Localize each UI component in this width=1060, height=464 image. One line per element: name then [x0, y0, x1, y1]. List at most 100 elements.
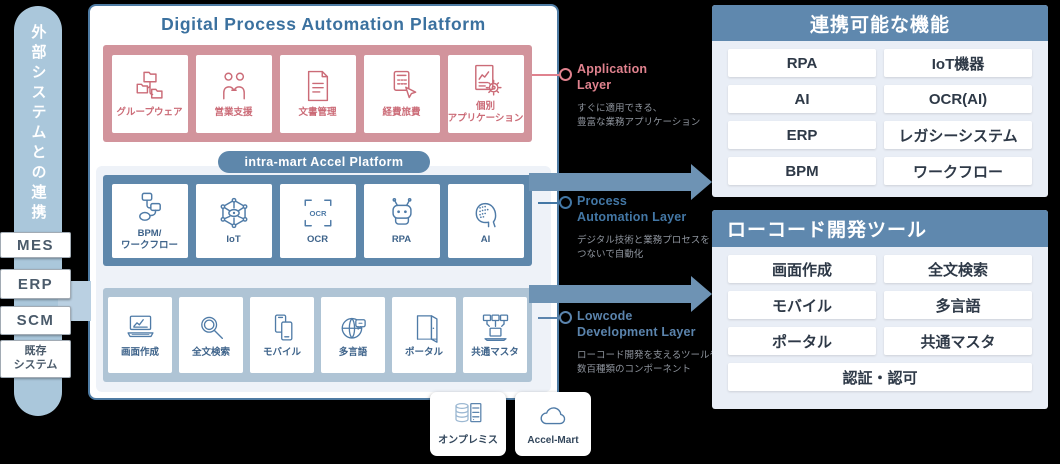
panel-row: BPM ワークフロー	[728, 157, 1032, 185]
panel-item: OCR(AI)	[884, 85, 1032, 113]
card-label: モバイル	[262, 346, 301, 358]
platform-title: Digital Process Automation Platform	[161, 14, 486, 34]
card-document-management: 文書管理	[279, 54, 356, 133]
ai-icon	[469, 196, 503, 230]
application-layer-lead-line	[532, 74, 560, 76]
fulltext-search-icon	[196, 312, 227, 343]
annotation-description: すぐに適用できる、 豊富な業務アプリケーション	[577, 102, 701, 129]
card-label: 経費旅費	[382, 106, 421, 118]
lowcode-layer-lead-ring	[559, 311, 572, 324]
card-label: ポータル	[404, 346, 443, 358]
panel-row: ポータル共通マスタ	[728, 327, 1032, 355]
rpa-icon	[385, 196, 419, 230]
arrow-stem	[529, 173, 691, 191]
card-groupware: グループウェア	[111, 54, 188, 133]
right-panel-body: 画面作成全文検索モバイル多言語ポータル共通マスタ認証・認可	[712, 247, 1048, 391]
annotation-title: Process Automation Layer	[577, 194, 687, 225]
groupware-icon	[133, 69, 167, 103]
panel-item: ポータル	[728, 327, 876, 355]
panel-item: ワークフロー	[884, 157, 1032, 185]
bottom-card-onpremise: オンプレミス	[430, 392, 506, 456]
card-label: IoT	[226, 233, 241, 245]
card-label: OCR	[306, 233, 329, 245]
panel-row: 画面作成全文検索	[728, 255, 1032, 283]
panel-item: IoT機器	[884, 49, 1032, 77]
onpremise-icon	[452, 400, 484, 432]
external-systems-label: 外部システムとの連携	[29, 24, 47, 224]
card-label: 多言語	[338, 346, 368, 358]
annotation-lowcode-development-layer: Lowcode Development Layer ローコード開発を支えるツール…	[577, 308, 747, 378]
common-master-icon	[480, 312, 511, 343]
card-label: 画面作成	[120, 346, 159, 358]
arrow-head	[691, 164, 712, 200]
card-label: 全文検索	[191, 346, 230, 358]
card-bpm-workflow: BPM/ ワークフロー	[111, 183, 188, 258]
card-sales-support: 営業支援	[195, 54, 272, 133]
right-panel-1: ローコード開発ツール画面作成全文検索モバイル多言語ポータル共通マスタ認証・認可	[712, 210, 1048, 409]
custom-app-icon	[469, 63, 503, 97]
right-panel-header: ローコード開発ツール	[712, 210, 1048, 247]
application-layer-band: グループウェア営業支援文書管理 経費旅費 個別 アプリケーション	[103, 45, 532, 142]
document-management-icon	[301, 69, 335, 103]
panel-item: 共通マスタ	[884, 327, 1032, 355]
annotation-description: デジタル技術と業務プロセスを つないで自動化	[577, 234, 710, 261]
panel-item: 全文検索	[884, 255, 1032, 283]
panel-item: モバイル	[728, 291, 876, 319]
process-layer-lead-ring	[559, 196, 572, 209]
expense-icon	[385, 69, 419, 103]
mobile-icon	[267, 312, 298, 343]
card-ai: AI	[447, 183, 524, 258]
card-label: RPA	[391, 233, 412, 245]
application-layer-lead-ring	[559, 68, 572, 81]
card-multilang: 多言語	[321, 297, 385, 373]
annotation-process-automation-layer: Process Automation Layer デジタル技術と業務プロセスを …	[577, 193, 747, 263]
external-system-box: ERP	[0, 269, 71, 299]
iot-icon	[217, 196, 251, 230]
multilang-icon	[338, 312, 369, 343]
lowcode-layer-band: 画面作成 全文検索 モバイル 多言語 ポータル 共通マスタ	[103, 288, 532, 382]
cloud-icon	[537, 400, 569, 432]
panel-item: 多言語	[884, 291, 1032, 319]
card-label: 文書管理	[298, 106, 337, 118]
panel-item: AI	[728, 85, 876, 113]
panel-item: 画面作成	[728, 255, 876, 283]
annotation-title: Lowcode Development Layer	[577, 309, 696, 340]
panel-row: 認証・認可	[728, 363, 1032, 391]
card-iot: IoT	[195, 183, 272, 258]
annotation-title: Application Layer	[577, 62, 648, 93]
panel-row: モバイル多言語	[728, 291, 1032, 319]
panel-item: ERP	[728, 121, 876, 149]
right-panel-header: 連携可能な機能	[712, 5, 1048, 41]
external-system-box: MES	[0, 232, 71, 258]
panel-item: レガシーシステム	[884, 121, 1032, 149]
arrow-head	[691, 276, 712, 312]
portal-icon	[409, 312, 440, 343]
card-label: グループウェア	[116, 106, 183, 118]
panel-item: BPM	[728, 157, 876, 185]
card-label: 共通マスタ	[471, 346, 519, 358]
card-mobile: モバイル	[250, 297, 314, 373]
sales-support-icon	[217, 69, 251, 103]
card-label: 個別 アプリケーション	[447, 100, 524, 124]
card-custom-app: 個別 アプリケーション	[447, 54, 524, 133]
annotation-application-layer: Application Layer すぐに適用できる、 豊富な業務アプリケーショ…	[577, 61, 747, 131]
card-screen-create: 画面作成	[108, 297, 172, 373]
panel-row: ERP レガシーシステム	[728, 121, 1032, 149]
lowcode-layer-lead-line	[538, 317, 560, 319]
bpm-workflow-icon	[133, 190, 167, 224]
card-label: Accel-Mart	[527, 435, 579, 447]
screen-create-icon	[125, 312, 156, 343]
annotation-description: ローコード開発を支えるツールや 数百種類のコンポーネント	[577, 349, 720, 376]
card-label: AI	[480, 233, 491, 245]
card-fulltext-search: 全文検索	[179, 297, 243, 373]
bottom-card-cloud: Accel-Mart	[515, 392, 591, 456]
card-common-master: 共通マスタ	[463, 297, 527, 373]
external-system-box: 既存 システム	[0, 340, 71, 378]
card-portal: ポータル	[392, 297, 456, 373]
card-expense: 経費旅費	[363, 54, 440, 133]
